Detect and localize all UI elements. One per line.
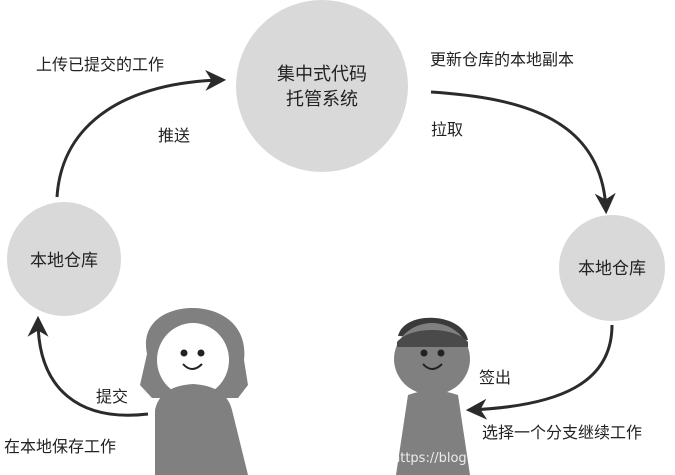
central-repo-label-line1: 集中式代码 xyxy=(277,64,367,85)
watermark: https://blog.csdn.net/weixin_40824913 xyxy=(392,451,646,466)
local-repo-right-label: 本地仓库 xyxy=(578,259,646,279)
person-right xyxy=(394,317,470,475)
local-repo-left-node xyxy=(7,202,121,316)
local-repo-left-label: 本地仓库 xyxy=(30,251,98,271)
save-label: 在本地保存工作 xyxy=(4,437,116,456)
central-repo-label-line2: 托管系统 xyxy=(286,89,358,110)
branch-label: 选择一个分支继续工作 xyxy=(482,423,642,442)
checkout-label: 签出 xyxy=(479,368,511,387)
person-left xyxy=(140,308,248,475)
push-label: 推送 xyxy=(158,126,190,145)
commit-arrow xyxy=(27,315,149,417)
checkout-arrow xyxy=(465,324,614,420)
push-arrow xyxy=(55,69,227,198)
commit-label: 提交 xyxy=(96,387,128,406)
pull-label: 拉取 xyxy=(431,120,463,139)
local-repo-right-node xyxy=(559,215,665,321)
central-repo-node xyxy=(236,0,408,172)
upload-label: 上传已提交的工作 xyxy=(36,55,164,74)
pull-arrow xyxy=(430,90,616,215)
update-label: 更新仓库的本地副本 xyxy=(430,50,574,69)
